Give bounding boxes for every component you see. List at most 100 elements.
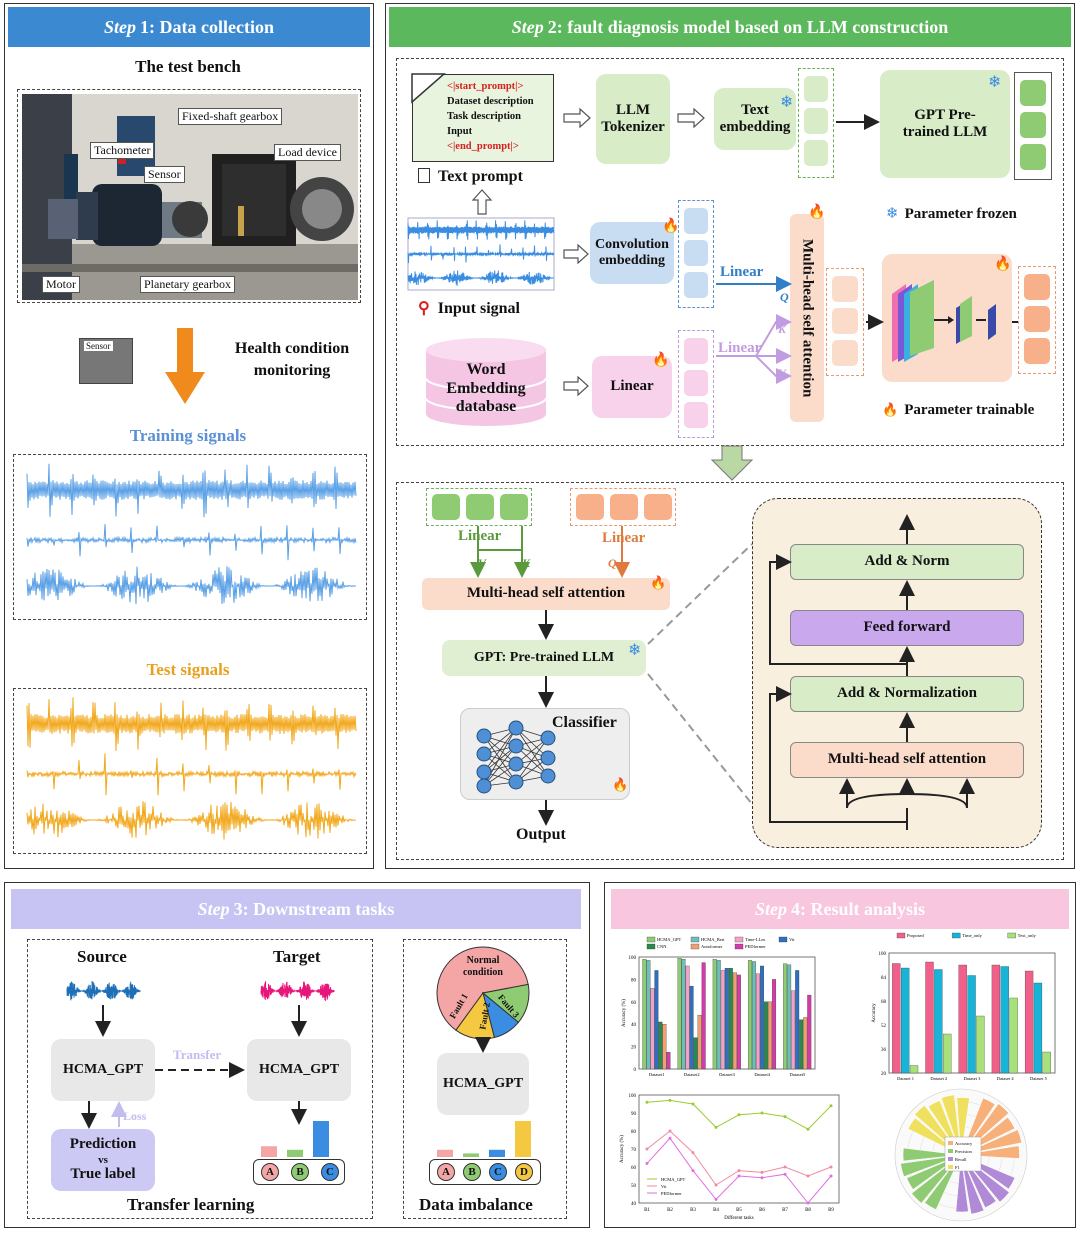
c4-legend-label: Accuracy [955, 1141, 973, 1146]
c2-xtick: Dataset 3 [964, 1076, 982, 1081]
conv-token-column [678, 200, 714, 308]
kv-token-row [426, 488, 532, 526]
c3-legend-label: HCMA_GPT [661, 1177, 686, 1182]
c1-bar [768, 1001, 773, 1070]
c2-ylabel: Accuracy [872, 1003, 877, 1023]
folded-corner-icon [411, 73, 446, 104]
pie-slice-3 [455, 991, 496, 1040]
c1-bar [716, 960, 721, 1070]
prediction-text: Prediction [69, 1136, 137, 1153]
nn-edge [515, 737, 549, 783]
input-signal-text: Input signal [437, 300, 520, 317]
test-signals-title: Test signals [146, 660, 230, 679]
imbalance-class-legend [429, 1159, 541, 1185]
word-token [684, 370, 708, 396]
c3-ytick: 40 [631, 1202, 637, 1207]
c4-legend-label: Recall [955, 1157, 967, 1162]
step4-header-step: Step [754, 898, 787, 919]
feed-forward-block: Feed forward [790, 610, 1024, 646]
model-source: HCMA_GPT [51, 1039, 155, 1101]
gpt-token [1020, 144, 1046, 170]
c4-legend-label: F1 [955, 1165, 960, 1170]
c3-xtick: B9 [828, 1208, 834, 1213]
fire-icon-linear: 🔥 [652, 352, 670, 368]
output-token [1024, 274, 1050, 300]
c1-bar [736, 974, 741, 1070]
c2-bar [1000, 966, 1009, 1074]
c1-xtick: Dataset3 [719, 1072, 735, 1077]
parameter-trainable-legend: 🔥Parameter trainable [882, 402, 1034, 419]
nn-node [540, 768, 556, 784]
c1-xtick: Dataset1 [649, 1072, 665, 1077]
c2-xtick: Dataset 1 [897, 1076, 914, 1081]
c2-xtick: Dataset 5 [1030, 1076, 1048, 1081]
step1-header: Step 1: Data collection [8, 7, 370, 47]
step3-panel: Step 3: Downstream tasks Source Target H… [4, 882, 590, 1228]
step4-header: Step 4: Result analysis [611, 889, 1069, 929]
gpt-token-column [1014, 72, 1052, 180]
attn-token [832, 308, 858, 334]
output-token-column [1018, 266, 1056, 374]
c2-bar [909, 1065, 919, 1074]
c1-bar [685, 965, 690, 1070]
step2-panel: Step 2: fault diagnosis model based on L… [385, 3, 1075, 869]
c1-legend-label: PEDformer [745, 944, 766, 949]
c3-ytick: 90 [631, 1112, 637, 1117]
c1-bar [677, 957, 682, 1070]
step3-connectors [81, 1005, 491, 1129]
nn-node [508, 738, 524, 754]
test-bench-photo: Fixed-shaft gearbox Tachometer Sensor Lo… [17, 89, 361, 303]
imb-class-d: D [515, 1163, 533, 1181]
nn-node [540, 750, 556, 766]
snowflake-icon-gpt: ❄ [988, 72, 1002, 91]
c4-legend-swatch [948, 1157, 953, 1161]
step1-panel: Step 1: Data collection The test bench F… [4, 3, 374, 869]
output-label: Output [516, 826, 566, 843]
c1-bar [760, 965, 764, 1070]
imbalance-bar-0 [437, 1149, 453, 1157]
c1-ylabel: Accuracy (%) [622, 999, 627, 1027]
step3-header-step: Step [197, 898, 230, 919]
c1-bar [783, 963, 788, 1070]
c1-bar [681, 959, 686, 1070]
c1-legend-swatch [646, 943, 656, 950]
c1-ytick: 20 [631, 1046, 637, 1051]
input-wave-1 [407, 220, 555, 240]
c1-bar [654, 970, 659, 1070]
test-wave-2 [26, 753, 357, 796]
target-bar-0 [261, 1146, 277, 1157]
model-target: HCMA_GPT [247, 1039, 351, 1101]
c1-legend-swatch [690, 943, 700, 950]
c4-legend-swatch [948, 1141, 953, 1145]
c1-bar [787, 964, 792, 1070]
fire-icon-conv: 🔥 [662, 218, 680, 234]
c1-xtick: Dataset2 [684, 1072, 700, 1077]
test-signal-waveforms [26, 697, 357, 840]
c1-bar [701, 962, 706, 1070]
c4-legend-label: Precision [955, 1149, 972, 1154]
transfer-learning-label: Transfer learning [127, 1195, 255, 1214]
section-down-arrow-icon [710, 445, 754, 481]
step2-header-title: 2: fault diagnosis model based on LLM co… [547, 16, 949, 37]
nn-node [508, 756, 524, 772]
normal-condition-label: Normal condition [462, 955, 503, 978]
c2-bar [901, 967, 910, 1074]
c1-ytick: 60 [631, 1001, 637, 1006]
q-label: Q [780, 290, 789, 304]
conv-token [684, 208, 708, 234]
c2-legend-label: Time_only [962, 933, 982, 938]
word-token [684, 338, 708, 364]
c2-bar [1042, 1051, 1051, 1074]
c2-xtick: Dataset 2 [930, 1076, 947, 1081]
c3-ytick: 70 [631, 1148, 637, 1153]
c1-legend-label: Vit [789, 937, 795, 942]
linear-kv-lower: Linear [458, 528, 502, 544]
q-lower: Q [608, 556, 617, 570]
c1-bar [751, 961, 756, 1070]
word-embedding-db: Word Embedding database [446, 361, 526, 416]
output-token [1024, 338, 1050, 364]
gpt-token [1020, 112, 1046, 138]
output-token [1024, 306, 1050, 332]
upper-connectors [471, 107, 1018, 397]
